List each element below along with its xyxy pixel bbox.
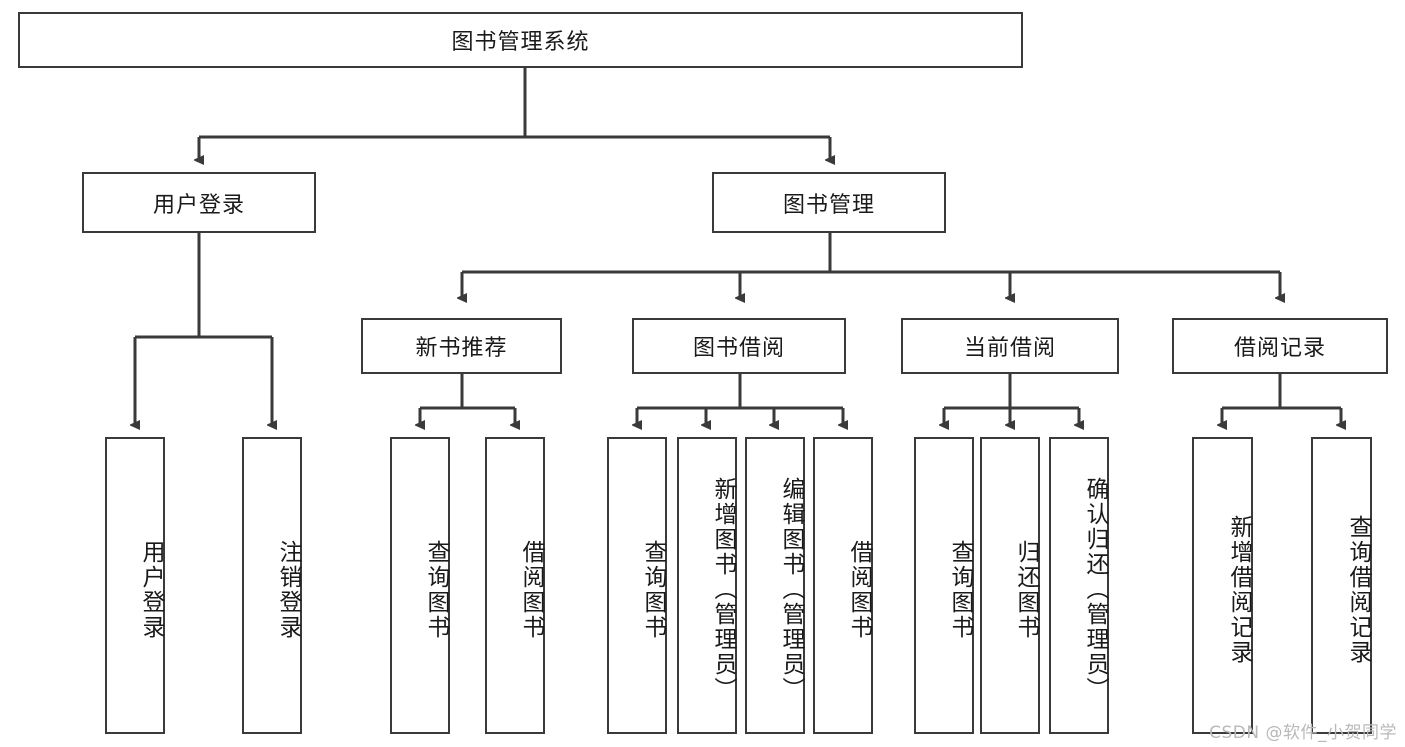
node-book-borrow-label: 图书借阅 [692,336,785,361]
node-user-login-label: 用户登录 [152,192,245,218]
leaf-query-book-1-label: 查询图书 [423,539,449,640]
node-book-manage[interactable]: 图书管理 [712,172,946,233]
leaf-add-record-label: 新增借阅记录 [1226,514,1252,665]
leaf-add-record[interactable]: 新增借阅记录 [1192,437,1253,734]
leaf-query-book-2-label: 查询图书 [640,539,666,640]
leaf-edit-book[interactable]: 编辑图书（管理员） [745,437,805,734]
leaf-add-book-label: 新增图书（管理员） [710,477,736,702]
leaf-user-login-label: 用户登录 [138,539,164,640]
node-book-manage-label: 图书管理 [782,192,875,218]
leaf-logout-label: 注销登录 [275,539,301,640]
leaf-confirm-return[interactable]: 确认归还（管理员） [1049,437,1109,734]
leaf-borrow-book-2-label: 借阅图书 [846,539,872,640]
node-new-book-rec-label: 新书推荐 [415,336,508,361]
leaf-return-book-label: 归还图书 [1013,539,1039,640]
leaf-return-book[interactable]: 归还图书 [980,437,1040,734]
leaf-add-book[interactable]: 新增图书（管理员） [677,437,737,734]
leaf-logout[interactable]: 注销登录 [242,437,302,734]
leaf-query-record-label: 查询借阅记录 [1345,514,1371,665]
csdn-watermark: CSDN @软件_小贺同学 [1209,723,1397,743]
leaf-borrow-book-1-label: 借阅图书 [518,539,544,640]
leaf-query-record[interactable]: 查询借阅记录 [1311,437,1372,734]
leaf-query-book-1[interactable]: 查询图书 [390,437,450,734]
leaf-user-login[interactable]: 用户登录 [105,437,165,734]
leaf-edit-book-label: 编辑图书（管理员） [778,477,804,702]
node-borrow-record-label: 借阅记录 [1233,336,1326,361]
leaf-confirm-return-label: 确认归还（管理员） [1082,477,1108,702]
leaf-borrow-book-2[interactable]: 借阅图书 [813,437,873,734]
leaf-query-book-2[interactable]: 查询图书 [607,437,667,734]
leaf-borrow-book-1[interactable]: 借阅图书 [485,437,545,734]
node-root-label: 图书管理系统 [451,30,590,55]
node-user-login[interactable]: 用户登录 [82,172,316,233]
leaf-query-book-3-label: 查询图书 [947,539,973,640]
node-current-borrow[interactable]: 当前借阅 [901,318,1119,374]
node-borrow-record[interactable]: 借阅记录 [1172,318,1388,374]
node-new-book-rec[interactable]: 新书推荐 [361,318,562,374]
node-current-borrow-label: 当前借阅 [963,336,1056,361]
leaf-query-book-3[interactable]: 查询图书 [914,437,974,734]
node-book-borrow[interactable]: 图书借阅 [632,318,846,374]
node-root[interactable]: 图书管理系统 [18,12,1023,68]
